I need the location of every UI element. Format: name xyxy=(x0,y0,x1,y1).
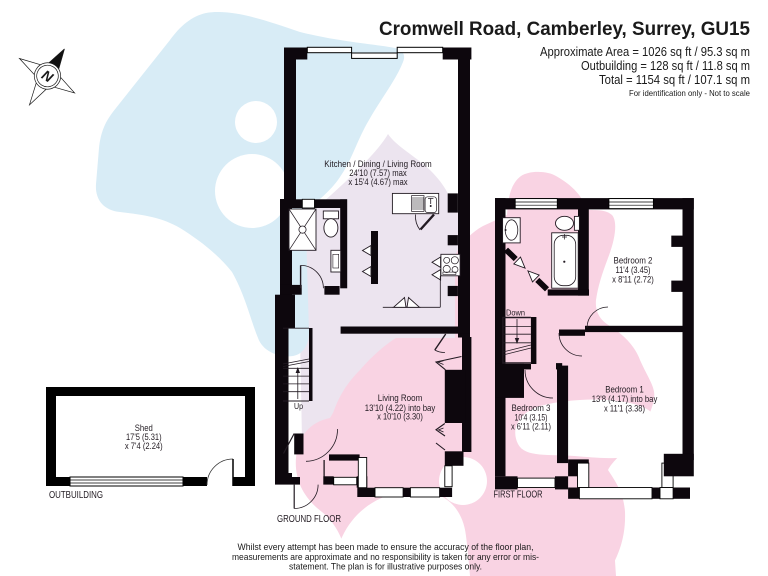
svg-text:Whilst every attempt has been: Whilst every attempt has been made to en… xyxy=(238,542,534,553)
svg-text:Approximate Area = 1026 sq ft: Approximate Area = 1026 sq ft / 95.3 sq … xyxy=(540,44,750,59)
svg-text:x 10'10 (3.30): x 10'10 (3.30) xyxy=(377,412,423,422)
svg-text:Shed: Shed xyxy=(135,423,153,433)
svg-text:Total = 1154 sq ft / 107.1 sq: Total = 1154 sq ft / 107.1 sq m xyxy=(599,72,750,87)
svg-text:x 7'4 (2.24): x 7'4 (2.24) xyxy=(125,441,163,451)
svg-text:x 8'11 (2.72): x 8'11 (2.72) xyxy=(612,275,654,285)
svg-text:measurements are approximate a: measurements are approximate and no resp… xyxy=(232,552,539,563)
svg-text:x 15'4 (4.67) max: x 15'4 (4.67) max xyxy=(348,177,408,187)
svg-text:Outbuilding = 128 sq ft / 11.8: Outbuilding = 128 sq ft / 11.8 sq m xyxy=(581,58,750,73)
svg-text:13'10 (4.22) into bay: 13'10 (4.22) into bay xyxy=(365,403,436,413)
svg-text:Bedroom 2: Bedroom 2 xyxy=(614,255,653,265)
svg-text:Down: Down xyxy=(506,309,525,318)
svg-text:GROUND FLOOR: GROUND FLOOR xyxy=(277,513,341,525)
svg-text:Living Room: Living Room xyxy=(378,393,423,403)
svg-text:FIRST FLOOR: FIRST FLOOR xyxy=(494,489,543,501)
svg-text:24'10 (7.57) max: 24'10 (7.57) max xyxy=(349,168,407,178)
svg-text:11'4 (3.45): 11'4 (3.45) xyxy=(616,265,651,275)
svg-text:x 11'1 (3.38): x 11'1 (3.38) xyxy=(604,403,645,413)
svg-text:OUTBUILDING: OUTBUILDING xyxy=(49,489,103,501)
svg-text:17'5 (5.31): 17'5 (5.31) xyxy=(126,432,162,442)
svg-text:13'8 (4.17) into bay: 13'8 (4.17) into bay xyxy=(592,394,658,404)
svg-text:10'4 (3.15): 10'4 (3.15) xyxy=(515,412,548,422)
svg-text:statement. The plan is for ill: statement. The plan is for illustrative … xyxy=(289,562,482,573)
svg-text:Bedroom 3: Bedroom 3 xyxy=(512,403,551,413)
svg-text:x 6'11 (2.11): x 6'11 (2.11) xyxy=(511,422,551,432)
svg-text:Cromwell Road, Camberley, Surr: Cromwell Road, Camberley, Surrey, GU15 xyxy=(379,18,750,40)
svg-text:For identification only - Not: For identification only - Not to scale xyxy=(629,88,750,98)
svg-text:Bedroom 1: Bedroom 1 xyxy=(605,384,644,394)
svg-text:Kitchen / Dining / Living Room: Kitchen / Dining / Living Room xyxy=(324,159,432,169)
svg-text:Up: Up xyxy=(294,402,303,411)
